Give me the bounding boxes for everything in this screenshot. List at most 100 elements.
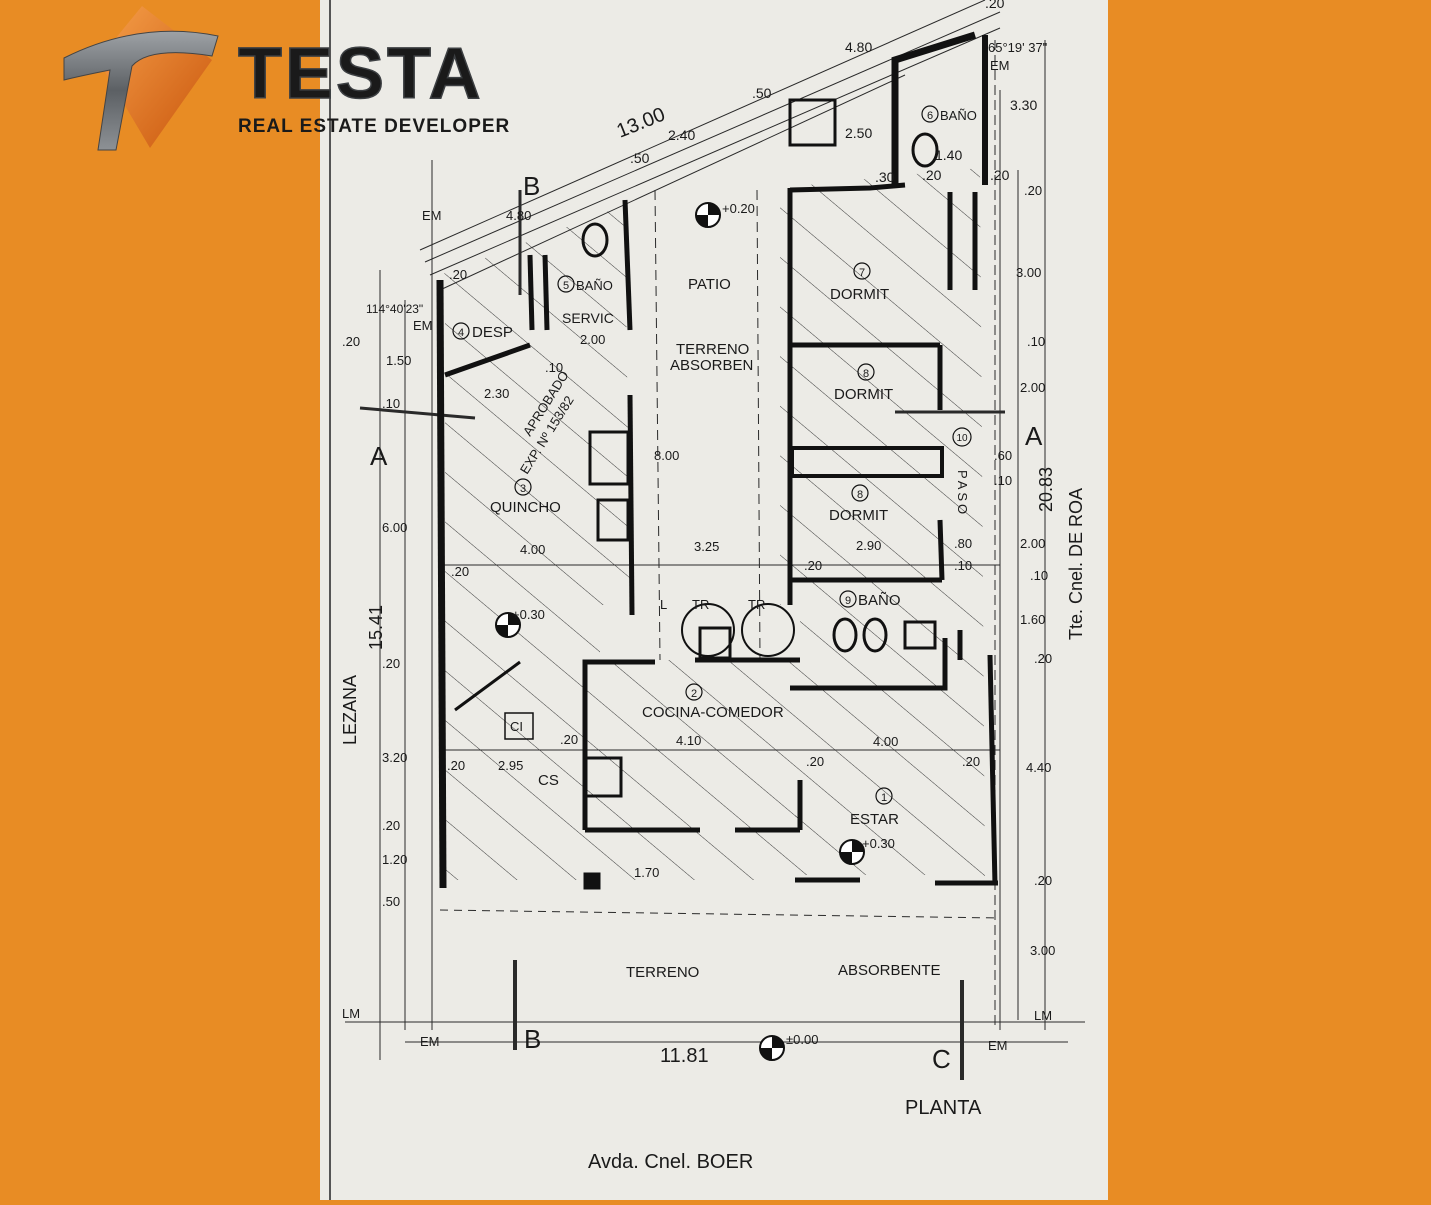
dim-right-010c: .10: [954, 558, 972, 573]
property-diagonal: [439, 74, 906, 291]
laundry-tub-swing: [681, 603, 735, 657]
section-a-left-line: [359, 406, 476, 420]
label-absorben-1: ABSORBEN: [670, 357, 753, 374]
door-ci: [454, 660, 521, 712]
wall-servic-west: [542, 254, 550, 331]
room-2-cocina: 2 COCINA-COMEDOR: [642, 683, 784, 721]
bath9-toilet: [832, 617, 858, 653]
level-marker-quincho-icon: [495, 612, 521, 638]
dim-inner-020-estar: .20: [806, 754, 824, 769]
dim-right-020a: .20: [1024, 183, 1042, 198]
dim-left-150: 1.50: [386, 353, 411, 368]
level-marker-street-icon: [759, 1035, 785, 1061]
wall-desp-south: [444, 342, 531, 378]
inner-dimensions: 4.80 .20 2.00 .10 2.30 8.00 4.00 .20 3.2…: [447, 208, 980, 880]
room-5-num: 5: [563, 280, 569, 292]
line-patio-west: [654, 189, 661, 661]
dim-right-020c: .20: [1034, 873, 1052, 888]
room-10-paso: 10 PASO: [952, 427, 972, 517]
wall-west: [436, 279, 447, 889]
dim-left-600: 6.00: [382, 520, 407, 535]
dim-right-010d: .10: [1030, 568, 1048, 583]
label-terreno-1: TERRENO: [676, 341, 749, 358]
level-marker-estar-icon: [839, 839, 865, 865]
label-absorbente-front: ABSORBENTE: [838, 962, 941, 979]
room-1-num: 1: [881, 792, 887, 804]
room-8b-name: DORMIT: [829, 507, 888, 524]
dim-inner-170: 1.70: [634, 865, 659, 880]
dim-inner-400-quincho: 4.00: [520, 542, 545, 557]
plan-title: PLANTA: [905, 1097, 982, 1119]
level-patio: +0.20: [722, 201, 755, 216]
room-10-name: PASO: [955, 470, 970, 517]
logo-tagline: REAL ESTATE DEVELOPER: [238, 116, 510, 137]
room-8-dormit: 8 DORMIT: [834, 363, 893, 403]
room-8-num: 8: [863, 368, 869, 380]
em-top-right: EM: [990, 58, 1010, 73]
room-5-name: BAÑO: [576, 278, 613, 293]
bottom-em-right: EM: [988, 1038, 1008, 1053]
dim-right-200a: 2.00: [1020, 380, 1045, 395]
room-1-name: ESTAR: [850, 811, 899, 828]
dim-left-320: 3.20: [382, 750, 407, 765]
level-quincho: +0.30: [512, 607, 545, 622]
wall-dormit8b-east: [937, 519, 945, 581]
bath9-bidet: [862, 617, 888, 653]
dim-top-030: .30: [875, 169, 895, 185]
bath9-sink: [903, 620, 937, 650]
line-patio-east: [756, 189, 761, 661]
room-8b-num: 8: [857, 489, 863, 501]
dim-left-020c: .20: [382, 818, 400, 833]
testa-t-steel-icon: [63, 30, 219, 151]
walls: [436, 31, 998, 890]
bottom-width: 11.81: [660, 1045, 709, 1067]
street-boer: Avda. Cnel. BOER: [588, 1151, 753, 1173]
dim-inner-200: 2.00: [580, 332, 605, 347]
tr-swing: [741, 603, 795, 657]
dim-left-angle: 114°40'23": [366, 302, 423, 316]
kitchen-stove: [583, 756, 623, 798]
room-10-num: 10: [956, 433, 968, 444]
dim-inner-410: 4.10: [676, 733, 701, 748]
left-dimensions: EM 114°40'23" EM .20 1.50 .10 6.00 .20 3…: [340, 208, 442, 909]
testa-logo: TESTA REAL ESTATE DEVELOPER: [63, 6, 510, 151]
dim-top-020: .20: [985, 0, 1005, 11]
dim-inner-325: 3.25: [694, 539, 719, 554]
dim-inner-230: 2.30: [484, 386, 509, 401]
dim-right-200b: 2.00: [1020, 536, 1045, 551]
label-terreno-front: TERRENO: [626, 964, 699, 981]
dim-inner-400-estar: 4.00: [873, 734, 898, 749]
dim-inner-020-desp: .20: [449, 267, 467, 282]
dim-right-300b: 3.00: [1030, 943, 1055, 958]
dim-left-total: 15.41: [366, 605, 386, 650]
logo-brand: TESTA: [238, 34, 484, 114]
wall-bath9: [790, 638, 948, 691]
street-de-roa: Tte. Cnel. DE ROA: [1066, 488, 1086, 640]
dim-top-330: 3.30: [1010, 97, 1037, 113]
bath6-toilet: [911, 132, 939, 168]
dim-right-300: 3.00: [1016, 265, 1041, 280]
room-6-bano: 6 BAÑO: [921, 105, 977, 123]
bottom-lm-right: LM: [1034, 1008, 1052, 1023]
level-street: ±0.00: [786, 1032, 818, 1047]
dim-inner-020-right: .20: [962, 754, 980, 769]
quincho-grill: [588, 430, 630, 486]
dim-top-050a: .50: [752, 85, 772, 101]
dim-right-010a: .10: [1027, 334, 1045, 349]
room-4-num: 4: [458, 327, 464, 339]
dim-line-diag-3: [429, 27, 1001, 276]
room-1-estar: 1 ESTAR: [850, 787, 899, 828]
dim-inner-010: .10: [545, 360, 563, 375]
section-b-top: B: [523, 171, 540, 201]
room-2-num: 2: [691, 688, 697, 700]
column-south: [583, 872, 601, 890]
closet-block: [790, 446, 944, 478]
bottom-em-left: EM: [420, 1034, 440, 1049]
wall-quincho-east: [627, 394, 635, 616]
quincho-counter: [596, 498, 630, 542]
label-tr-1: TR: [692, 597, 709, 612]
room-7-dormit: 7 DORMIT: [830, 262, 889, 303]
hatch-west-block: [440, 205, 960, 880]
